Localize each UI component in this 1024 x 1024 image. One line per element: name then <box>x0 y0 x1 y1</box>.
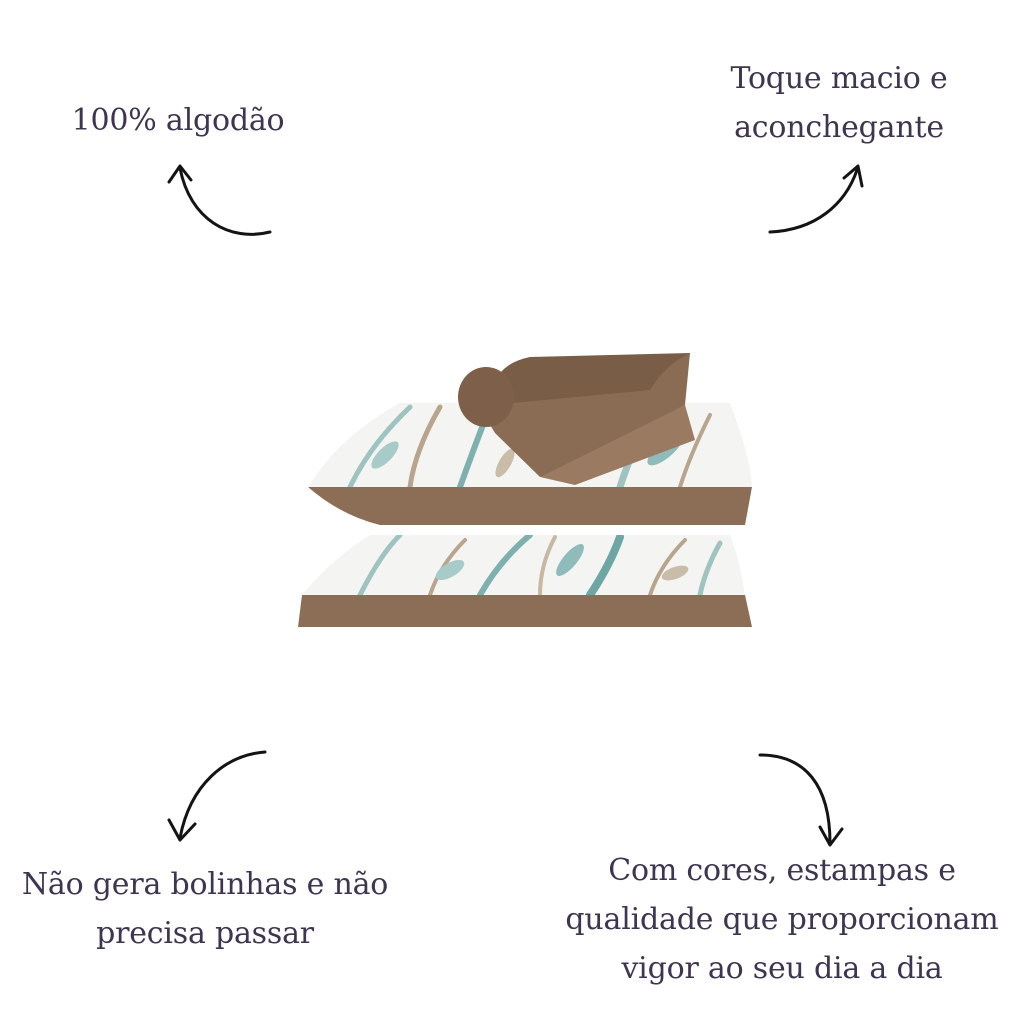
feature-soft-touch: Toque macio e aconchegante <box>714 54 964 152</box>
feature-soft-line-2: aconchegante <box>734 110 944 145</box>
curved-arrow-up-icon <box>167 164 272 236</box>
curved-arrow-down-icon <box>167 750 267 842</box>
curved-arrow-down-icon <box>758 753 844 847</box>
feature-colors-prints: Com cores, estampas e qualidade que prop… <box>552 846 1012 993</box>
feature-colors-line-3: vigor ao seu dia a dia <box>621 951 943 986</box>
feature-cotton-line-1: 100% algodão <box>71 103 285 138</box>
feature-colors-line-1: Com cores, estampas e <box>608 853 956 888</box>
pillowcase-set-image <box>298 353 752 627</box>
folded-sheet <box>458 353 695 485</box>
feature-soft-line-1: Toque macio e <box>730 61 948 96</box>
feature-colors-line-2: qualidade que proporcionam <box>565 902 999 937</box>
feature-no-pilling: Não gera bolinhas e não precisa passar <box>14 860 396 958</box>
feature-nopill-line-1: Não gera bolinhas e não <box>21 867 389 902</box>
bottom-pillow <box>298 535 752 627</box>
feature-nopill-line-2: precisa passar <box>96 916 314 951</box>
feature-cotton: 100% algodão <box>60 96 296 145</box>
curved-arrow-up-icon <box>768 164 864 234</box>
